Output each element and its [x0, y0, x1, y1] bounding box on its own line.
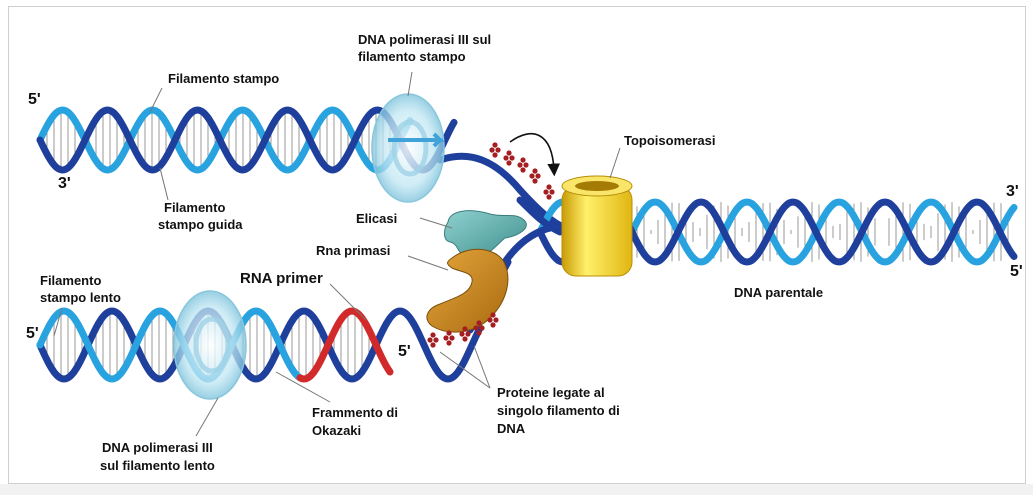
label-elicasi: Elicasi [356, 211, 397, 226]
ssb-protein-dot [506, 150, 511, 155]
ssb-protein-dot [543, 189, 548, 194]
ssb-protein-dot [433, 337, 438, 342]
ssb-protein-dot [546, 184, 551, 189]
end-top-left-3: 3' [58, 175, 71, 192]
ssb-protein-dot [462, 336, 467, 341]
ssb-protein-dot [490, 322, 495, 327]
label-proteine-2: singolo filamento di [497, 403, 620, 418]
end-primer-5: 5' [398, 343, 411, 360]
ssb-protein-dot [479, 325, 484, 330]
ssb-protein-dot [520, 157, 525, 162]
lagging-template-strand [40, 311, 480, 379]
label-topoisomerasi: Topoisomerasi [624, 133, 716, 148]
ssb-protein-dot [546, 194, 551, 199]
end-right-3: 3' [1006, 183, 1019, 200]
ssb-protein-dot [449, 335, 454, 340]
label-okazaki-2: Okazaki [312, 423, 361, 438]
ssb-protein-dot [443, 335, 448, 340]
ssb-protein-dot [430, 332, 435, 337]
ssb-protein-dot [492, 152, 497, 157]
ssb-protein-dot [520, 167, 525, 172]
label-proteine-3: DNA [497, 421, 526, 436]
ssb-protein-dot [523, 162, 528, 167]
ssb-protein-dot [529, 173, 534, 178]
ssb-protein-dot [487, 317, 492, 322]
ssb-protein-dot [476, 320, 481, 325]
label-polymerase-bottom-1: DNA polimerasi III [102, 440, 213, 455]
ssb-protein-dot [503, 155, 508, 160]
ssb-protein-dot [462, 326, 467, 331]
ssb-protein-dot [493, 317, 498, 322]
ssb-protein-dot [489, 147, 494, 152]
label-filamento-stampo: Filamento stampo [168, 71, 279, 86]
end-bottom-left-5: 5' [26, 325, 39, 342]
label-dna-parentale: DNA parentale [734, 285, 823, 300]
ssb-protein-dot [465, 331, 470, 336]
ssb-protein-dot [446, 340, 451, 345]
end-top-left-5: 5' [28, 91, 41, 108]
ssb-protein-dot [506, 160, 511, 165]
end-right-5: 5' [1010, 263, 1023, 280]
ssb-protein-dot [446, 330, 451, 335]
label-proteine-1: Proteine legate al [497, 385, 605, 400]
ssb-protein-dot [495, 147, 500, 152]
label-rna-primasi: Rna primasi [316, 243, 390, 258]
ssb-protein-dot [492, 142, 497, 147]
ssb-protein-dot [532, 178, 537, 183]
ssb-protein-dot [473, 325, 478, 330]
ssb-protein-dot [459, 331, 464, 336]
label-lento-2: stampo lento [40, 290, 121, 305]
ssb-protein-dot [427, 337, 432, 342]
label-polymerase-top-2: filamento stampo [358, 49, 466, 64]
ssb-protein-dot [535, 173, 540, 178]
ssb-protein-dot [517, 162, 522, 167]
ssb-protein-dot [490, 312, 495, 317]
label-polymerase-top-1: DNA polimerasi III sul [358, 32, 491, 47]
rotation-arrow [510, 134, 554, 170]
ssb-protein-dot [532, 168, 537, 173]
dna-polymerase-leading [372, 94, 444, 202]
label-okazaki-1: Frammento di [312, 405, 398, 420]
ssb-protein-dot [509, 155, 514, 160]
label-guida-2: stampo guida [158, 217, 243, 232]
dna-polymerase-lagging [174, 291, 246, 399]
topoisomerase [562, 176, 632, 276]
ssb-protein-dot [549, 189, 554, 194]
label-rna-primer: RNA primer [240, 270, 323, 287]
ssb-protein-dot [476, 330, 481, 335]
ssb-protein-dot [430, 342, 435, 347]
label-polymerase-bottom-2: sul filamento lento [100, 458, 215, 473]
label-guida-1: Filamento [164, 200, 225, 215]
label-lento-1: Filamento [40, 273, 101, 288]
